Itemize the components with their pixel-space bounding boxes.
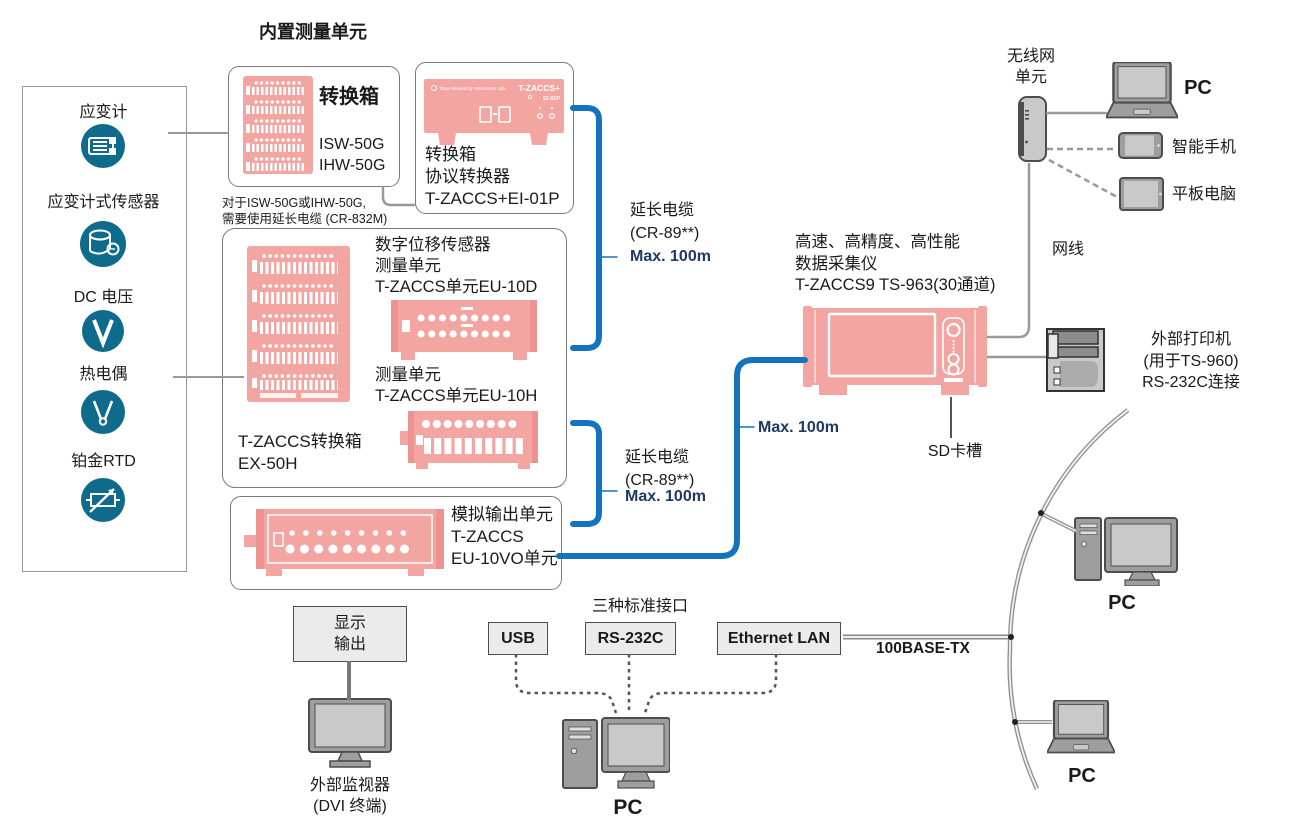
- wireless-unit-label: 无线网 单元: [1006, 48, 1055, 86]
- rs232c-box: RS-232C: [585, 622, 676, 655]
- analog-output-box: 模拟输出单元 T-ZACCS EU-10VO单元: [230, 496, 562, 590]
- arc-node-3: [1012, 719, 1018, 725]
- converter-box-models: ISW-50G IHW-50G: [319, 136, 386, 174]
- usb-dashed-line: [514, 654, 618, 714]
- lan-standard-label: 100BASE-TX: [876, 640, 970, 657]
- ex50h-label: T-ZACCS转换箱 EX-50H: [238, 432, 362, 473]
- tablet-icon: [1119, 177, 1164, 211]
- arc-desktop-link-core: [1041, 513, 1077, 532]
- usb-box: USB: [488, 622, 548, 655]
- extension-cable-top-max: Max. 100m: [630, 248, 711, 265]
- device-maker-text: Tokyo Measuring Instruments Lab.: [439, 86, 506, 91]
- extension-cable-top: [570, 105, 602, 351]
- ethernet-lan-label: Ethernet LAN: [727, 629, 831, 647]
- external-monitor-icon: [308, 698, 392, 768]
- eu10h-device-image: [400, 411, 538, 469]
- sensor-label-rtd: 铂金RTD: [71, 453, 136, 470]
- wireless-pc-laptop-icon: [1106, 62, 1178, 119]
- ethernet-lan-box: Ethernet LAN: [717, 622, 841, 655]
- page-title: 内置测量单元: [259, 22, 367, 42]
- tablet-label: 平板电脑: [1172, 186, 1237, 203]
- main-cable-max: Max. 100m: [758, 419, 839, 436]
- ex50h-rack-image: [247, 246, 350, 402]
- interfaces-title: 三种标准接口: [592, 598, 689, 615]
- extension-cable-top-label: 延长电缆 (CR-89**): [630, 202, 700, 242]
- smartphone-label: 智能手机: [1172, 139, 1237, 156]
- smartphone-icon: [1118, 132, 1163, 159]
- lan-pc-desktop-icon: [1074, 517, 1178, 586]
- arc-node-2: [1008, 634, 1014, 640]
- logger-device-image: [803, 306, 987, 395]
- interface-pc-icon: [562, 717, 670, 789]
- external-monitor-label: 外部监视器 (DVI 终端): [309, 777, 390, 815]
- logger-title: 高速、高精度、高性能 数据采集仪 T-ZACCS9 TS-963(30通道): [795, 233, 996, 294]
- measuring-units-box: 数字位移传感器 测量单元 T-ZACCS单元EU-10D 测量单元 T-ZACC…: [222, 228, 567, 488]
- printer-icon: [1046, 328, 1105, 392]
- sensor-label-dc-voltage: DC 电压: [73, 289, 134, 306]
- usb-label: USB: [501, 629, 535, 647]
- ethernet-dashed-line: [643, 654, 778, 714]
- wireless-tablet-line: [1048, 158, 1120, 200]
- sensor-panel: [22, 86, 187, 572]
- eu10d-label: 数字位移传感器 测量单元 T-ZACCS单元EU-10D: [375, 236, 538, 296]
- protocol-converter-box: Tokyo Measuring Instruments Lab. T-ZACCS…: [415, 62, 574, 214]
- strain-sensor-icon: [80, 221, 126, 267]
- converter-box-title: 转换箱: [319, 86, 379, 108]
- extension-cable-bottom: [570, 420, 602, 527]
- display-output-text: 显示 输出: [333, 615, 366, 653]
- device-model-text: EI-01P: [543, 96, 560, 102]
- extension-cable-bottom-max: Max. 100m: [625, 488, 706, 505]
- rs232c-label: RS-232C: [597, 629, 664, 647]
- wireless-pc-label: PC: [1184, 77, 1212, 99]
- lan-cable-label: 网线: [1052, 241, 1085, 258]
- dc-voltage-icon: [82, 310, 124, 352]
- thermocouple-icon: [81, 390, 125, 434]
- lan-pc-desktop-label: PC: [1108, 592, 1136, 614]
- boxa-to-boxb-line: [381, 186, 416, 207]
- lan-pc-laptop-icon: [1047, 700, 1115, 754]
- sensor-label-strain-gauge: 应变计: [79, 104, 128, 121]
- display-output-box: 显示 输出: [293, 606, 407, 662]
- eu10vo-device-image: [244, 509, 444, 576]
- converter-note: 对于ISW-50G或IHW-50G, 需要使用延长电缆 (CR-832M): [222, 196, 388, 226]
- sensor-label-thermocouple: 热电偶: [79, 366, 128, 383]
- converter-rack-image: [243, 76, 313, 174]
- extension-cable-bottom-label: 延长电缆 (CR-89**): [625, 449, 695, 489]
- converter-box: 转换箱 ISW-50G IHW-50G: [228, 66, 400, 187]
- arc-node-1: [1038, 510, 1044, 516]
- interface-pc-label: PC: [613, 796, 643, 819]
- strain-gauge-icon: [81, 124, 125, 168]
- sensor-label-strain-sensor: 应变计式传感器: [47, 194, 160, 211]
- eu10h-label: 测量单元 T-ZACCS单元EU-10H: [375, 366, 538, 405]
- device-brand-text: T-ZACCS+: [518, 83, 560, 93]
- eu10d-device-image: [391, 300, 537, 360]
- rtd-icon: [81, 478, 125, 522]
- arc-desktop-link: [1041, 512, 1077, 533]
- protocol-converter-device-image: Tokyo Measuring Instruments Lab. T-ZACCS…: [424, 79, 564, 145]
- protocol-converter-label: 转换箱 协议转换器 T-ZACCS+EI-01P: [425, 145, 560, 208]
- wireless-unit-icon: [1018, 96, 1047, 162]
- analog-output-label: 模拟输出单元 T-ZACCS EU-10VO单元: [451, 505, 558, 568]
- printer-label: 外部打印机 (用于TS-960) RS-232C连接: [1142, 331, 1240, 391]
- lan-pc-laptop-label: PC: [1068, 765, 1096, 787]
- sd-slot-label: SD卡槽: [927, 443, 983, 460]
